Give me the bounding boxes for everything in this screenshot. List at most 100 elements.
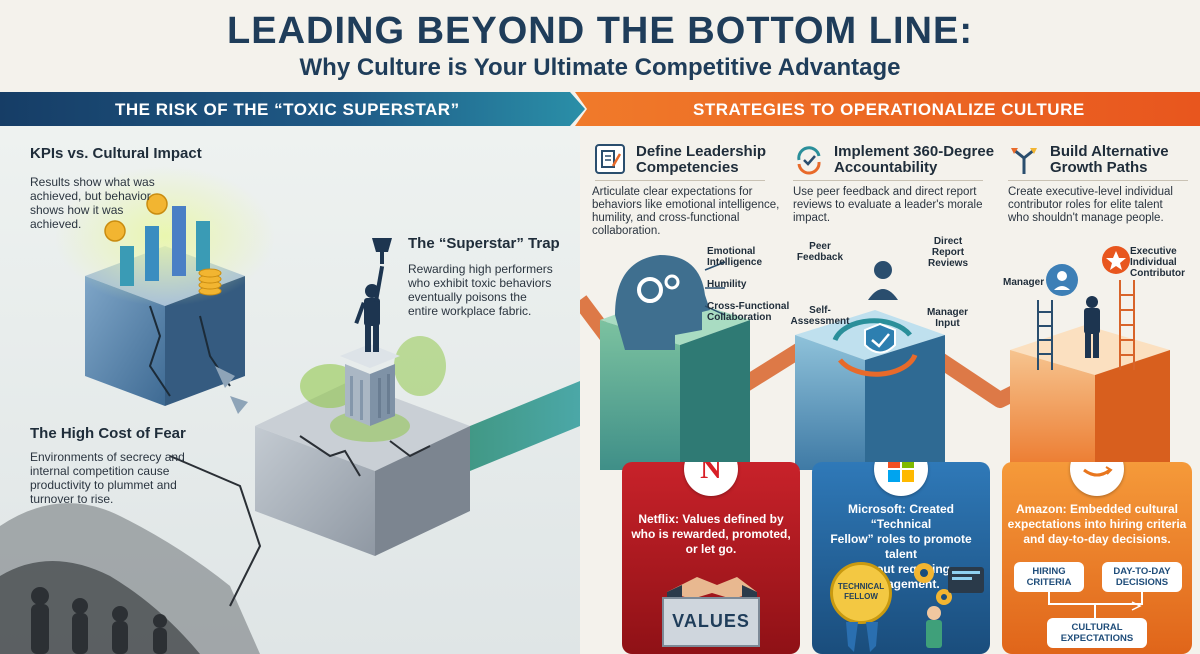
label-line: Collaboration <box>707 312 772 323</box>
document-pen-icon <box>595 144 625 174</box>
strategies-illustration <box>580 246 1170 470</box>
competencies-text-line: collaboration. <box>592 225 661 237</box>
superstar-text: Rewarding high performers who exhibit to… <box>408 262 578 318</box>
accountability-text-line: impact. <box>793 212 831 224</box>
accountability-title: Implement 360-Degree Accountability <box>834 144 994 176</box>
flow-text-line: DECISIONS <box>1115 577 1169 588</box>
label-executive-ic: Executive Individual Contributor <box>1130 246 1185 279</box>
superstar-heading: The “Superstar” Trap <box>408 235 560 252</box>
superstar-text-line: who exhibit toxic behaviors <box>408 276 552 290</box>
badge-text-line: TECHNICAL <box>837 582 885 591</box>
label-line: Reviews <box>927 258 969 269</box>
banner-risk: THE RISK OF THE “TOXIC SUPERSTAR” <box>0 92 585 126</box>
banner-risk-label: THE RISK OF THE “TOXIC SUPERSTAR” <box>115 100 460 119</box>
label-line: Individual <box>1130 257 1177 268</box>
flow-text-line: DAY-TO-DAY <box>1113 566 1171 577</box>
branching-arrows-icon <box>1008 144 1040 176</box>
amazon-text-line: and day-to-day decisions. <box>1023 532 1171 546</box>
microsoft-card: Microsoft: Created “Technical Fellow” ro… <box>812 462 990 654</box>
flow-day-to-day: DAY-TO-DAY DECISIONS <box>1102 562 1182 592</box>
microsoft-logo-tile <box>888 470 900 482</box>
fear-text-line: internal competition cause <box>30 464 170 478</box>
amazon-text: Amazon: Embedded cultural expectations i… <box>1006 502 1188 547</box>
accountability-text-line: reviews to evaluate a leader's morale <box>793 199 983 211</box>
label-self-assessment: Self- Assessment <box>790 305 850 327</box>
flow-text-line: CRITERIA <box>1026 577 1072 588</box>
fear-text: Environments of secrecy and internal com… <box>30 450 210 506</box>
growth-title-line: Growth Paths <box>1050 159 1148 176</box>
amazon-smile-icon <box>1083 466 1113 477</box>
toxic-superstar-illustration <box>0 126 580 654</box>
flow-connector <box>1048 592 1143 618</box>
competencies-title-line: Competencies <box>636 159 739 176</box>
label-line: Cross-Functional <box>707 301 790 312</box>
accountability-title-line: Accountability <box>834 159 938 176</box>
label-peer-feedback: Peer Feedback <box>795 241 845 263</box>
microsoft-text-line: Microsoft: Created “Technical <box>847 502 954 531</box>
label-line: Contributor <box>1130 268 1185 279</box>
badge-ribbon-icon <box>846 622 878 652</box>
fear-heading: The High Cost of Fear <box>30 425 186 442</box>
microsoft-text-line: Fellow” roles to promote talent <box>830 532 972 561</box>
flow-text-line: EXPECTATIONS <box>1060 633 1134 644</box>
technical-fellow-badge: TECHNICAL FELLOW <box>830 562 892 624</box>
page-title: LEADING BEYOND THE BOTTOM LINE: <box>227 10 973 52</box>
microsoft-logo <box>874 462 928 496</box>
growth-text-line: who shouldn't manage people. <box>1008 212 1164 224</box>
kpi-text-line: achieved, but behavior <box>30 189 151 203</box>
developer-illustration <box>914 563 984 648</box>
fear-text-line: productivity to plummet and <box>30 478 177 492</box>
accountability-text-line: Use peer feedback and direct report <box>793 186 977 198</box>
superstar-text-line: Rewarding high performers <box>408 262 553 276</box>
competencies-title: Define Leadership Competencies <box>636 144 766 176</box>
amazon-text-line: expectations into hiring criteria <box>1007 517 1187 531</box>
netflix-card: N Netflix: Values defined by who is rewa… <box>622 462 800 654</box>
microsoft-logo-tile <box>902 462 914 468</box>
flow-text-line: HIRING <box>1032 566 1066 577</box>
amazon-text-line: Amazon: Embedded cultural <box>1015 502 1179 516</box>
kpi-text-line: Results show what was <box>30 175 155 189</box>
banner-strategies-label: STRATEGIES TO OPERATIONALIZE CULTURE <box>693 100 1085 119</box>
competencies-divider <box>595 180 765 181</box>
growth-text-line: contributor roles for elite talent <box>1008 199 1163 211</box>
label-manager-input: Manager Input <box>920 307 975 329</box>
netflix-logo-letter: N <box>700 462 722 485</box>
netflix-text: Netflix: Values defined by who is reward… <box>628 512 794 557</box>
label-line: Emotional <box>707 246 756 257</box>
microsoft-logo-tile <box>902 470 914 482</box>
label-line: Executive <box>1130 246 1177 257</box>
growth-title: Build Alternative Growth Paths <box>1050 144 1169 176</box>
competencies-text: Articulate clear expectations for behavi… <box>592 186 792 238</box>
label-line: Report <box>931 247 965 258</box>
label-manager: Manager <box>1003 277 1045 288</box>
kpi-text-line: shows how it was <box>30 203 124 217</box>
cycle-check-icon <box>793 144 825 176</box>
label-line: Intelligence <box>707 257 763 268</box>
label-line: Feedback <box>796 252 844 263</box>
growth-text: Create executive-level individual contri… <box>1008 186 1198 225</box>
competencies-text-line: behaviors like emotional intelligence, <box>592 199 780 211</box>
competencies-title-line: Define Leadership <box>636 143 767 160</box>
netflix-text-line: or let go. <box>685 542 737 556</box>
label-line: Input <box>935 318 960 329</box>
badge-text-line: FELLOW <box>844 592 878 601</box>
growth-divider <box>1008 180 1188 181</box>
label-line: Self- <box>809 305 831 316</box>
microsoft-logo-tile <box>888 462 900 468</box>
kpi-text-line: achieved. <box>30 217 82 231</box>
label-line: Peer <box>809 241 831 252</box>
flow-text-line: CULTURAL <box>1071 622 1123 633</box>
label-humility: Humility <box>707 279 747 290</box>
fear-text-line: Environments of secrecy and <box>30 450 185 464</box>
label-cross-functional: Cross-Functional Collaboration <box>707 301 789 323</box>
label-emotional-intelligence: Emotional Intelligence <box>707 246 762 268</box>
flow-cultural-expectations: CULTURAL EXPECTATIONS <box>1047 618 1147 648</box>
badge-text: TECHNICAL FELLOW <box>833 582 889 602</box>
netflix-logo: N <box>684 462 738 496</box>
amazon-card: Amazon: Embedded cultural expectations i… <box>1002 462 1192 654</box>
values-cube: VALUES <box>662 597 760 647</box>
page-subtitle: Why Culture is Your Ultimate Competitive… <box>299 54 901 81</box>
superstar-text-line: eventually poisons the <box>408 290 527 304</box>
label-line: Manager <box>926 307 969 318</box>
flow-hiring-criteria: HIRING CRITERIA <box>1014 562 1084 592</box>
